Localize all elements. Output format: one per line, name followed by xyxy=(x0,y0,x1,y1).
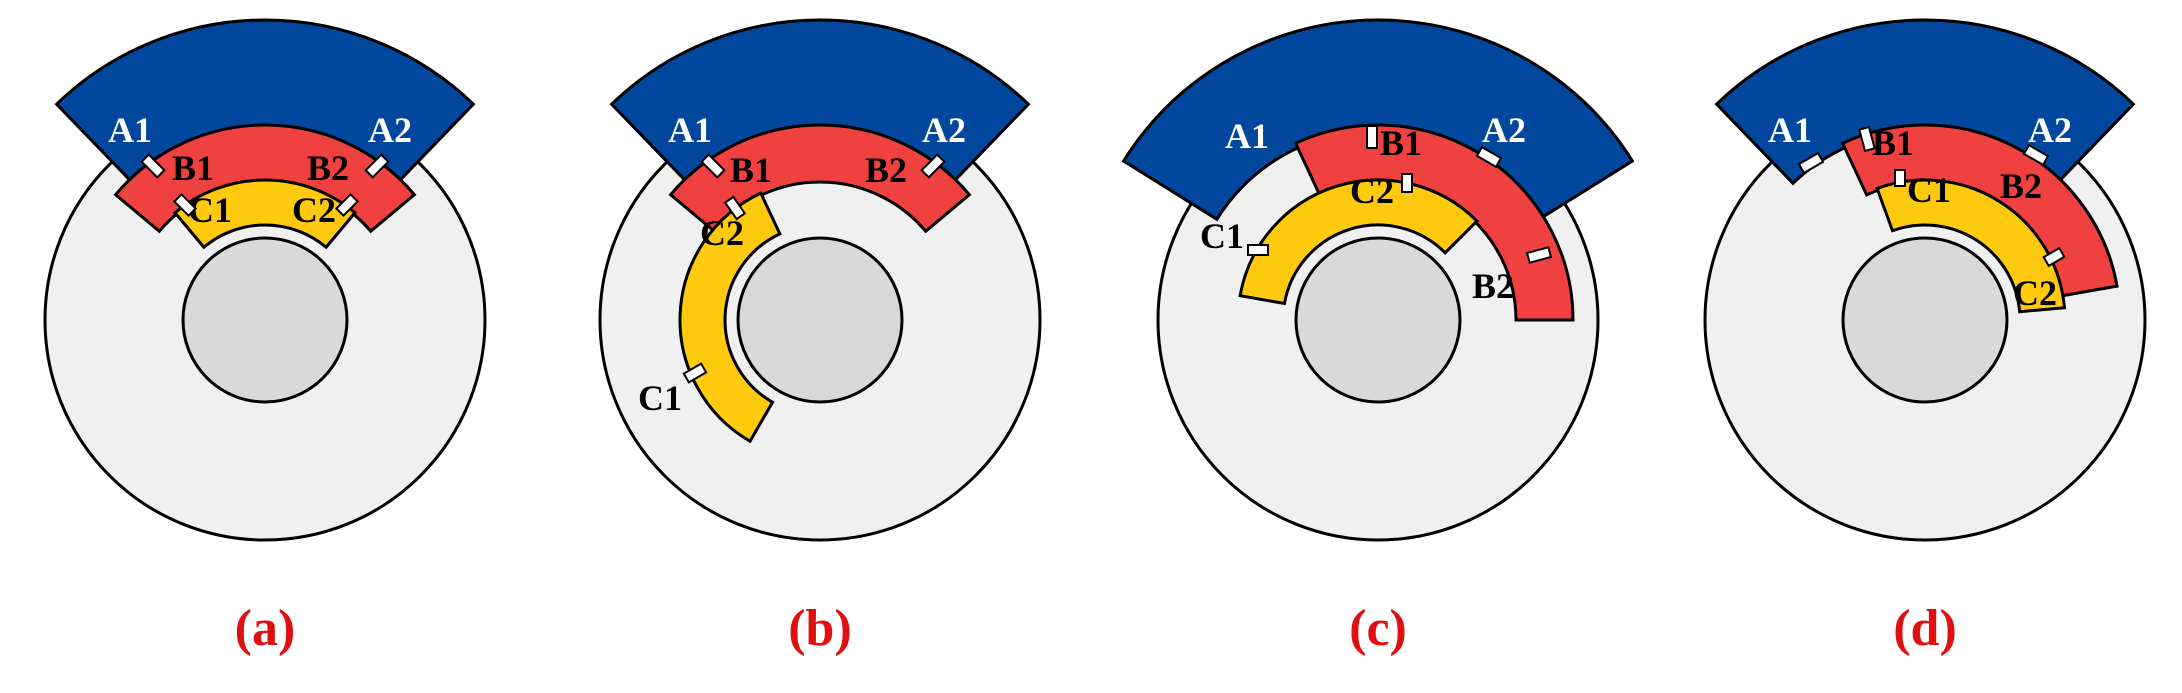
label-c2: C2 xyxy=(292,190,336,230)
label-c2: C2 xyxy=(1350,171,1394,211)
slot-marker xyxy=(2042,246,2066,268)
slot-marker xyxy=(700,153,726,179)
marker-slots xyxy=(140,153,390,218)
inner-arc-shape xyxy=(172,178,358,250)
slot-marker xyxy=(1475,145,1503,169)
inner-arc-shape xyxy=(1238,178,1480,306)
label-a1: A1 xyxy=(1225,116,1269,156)
label-b2: B2 xyxy=(1472,266,1514,306)
slot-marker xyxy=(723,195,747,221)
slot-marker xyxy=(682,362,708,384)
slot-marker xyxy=(2022,143,2050,167)
caption-d: (d) xyxy=(1893,600,1957,657)
panel-c: A1 A2 B1 B2 C1 C2 (c) xyxy=(1121,18,1635,657)
middle-arc xyxy=(668,123,972,234)
caption-a: (a) xyxy=(235,600,296,657)
inner-arc xyxy=(1238,178,1480,306)
slot-marker xyxy=(334,192,360,218)
label-b1: B1 xyxy=(1380,123,1422,163)
label-a1: A1 xyxy=(668,110,712,150)
slot-marker xyxy=(1401,173,1413,193)
slot-marker xyxy=(1894,169,1906,187)
label-a2: A2 xyxy=(368,110,412,150)
label-b2: B2 xyxy=(307,148,349,188)
marker-slots xyxy=(682,153,946,384)
label-a2: A2 xyxy=(1482,110,1526,150)
hub xyxy=(1841,236,2009,404)
caption-b: (b) xyxy=(788,600,852,657)
inner-arc xyxy=(1875,178,2067,314)
slot-marker xyxy=(1797,151,1825,175)
slot-marker xyxy=(1366,125,1378,149)
slot-marker xyxy=(1247,244,1269,256)
label-b1: B1 xyxy=(1872,123,1914,163)
label-a1: A1 xyxy=(108,110,152,150)
slot-marker xyxy=(920,153,946,179)
caption-c: (c) xyxy=(1349,600,1407,657)
slot-marker xyxy=(1858,125,1876,153)
panel-d: A1 A2 B1 B2 C1 C2 (d) xyxy=(1703,18,2147,657)
slot-marker xyxy=(140,153,166,179)
inner-arc xyxy=(172,178,358,250)
panel-a: A1 A2 B1 B2 C1 C2 (a) xyxy=(43,18,487,657)
label-a2: A2 xyxy=(922,110,966,150)
middle-arc-shape xyxy=(668,123,972,234)
label-c1: C1 xyxy=(1200,216,1244,256)
label-b2: B2 xyxy=(2000,166,2042,206)
label-b1: B1 xyxy=(172,148,214,188)
slot-marker xyxy=(172,192,198,218)
panel-b: A1 A2 B1 B2 C1 C2 (b) xyxy=(598,18,1042,657)
label-a2: A2 xyxy=(2028,110,2072,150)
label-c1: C1 xyxy=(638,378,682,418)
label-c2: C2 xyxy=(2013,273,2057,313)
marker-slots xyxy=(1247,125,1553,264)
hub xyxy=(736,236,904,404)
label-a1: A1 xyxy=(1768,110,1812,150)
label-b2: B2 xyxy=(865,150,907,190)
marker-slots xyxy=(1797,125,2066,268)
slot-marker xyxy=(1525,246,1553,264)
label-c1: C1 xyxy=(1907,170,1951,210)
slot-marker xyxy=(364,153,390,179)
inner-arc-shape xyxy=(1875,178,2067,314)
hub xyxy=(181,236,349,404)
hub xyxy=(1294,236,1462,404)
label-b1: B1 xyxy=(730,150,772,190)
